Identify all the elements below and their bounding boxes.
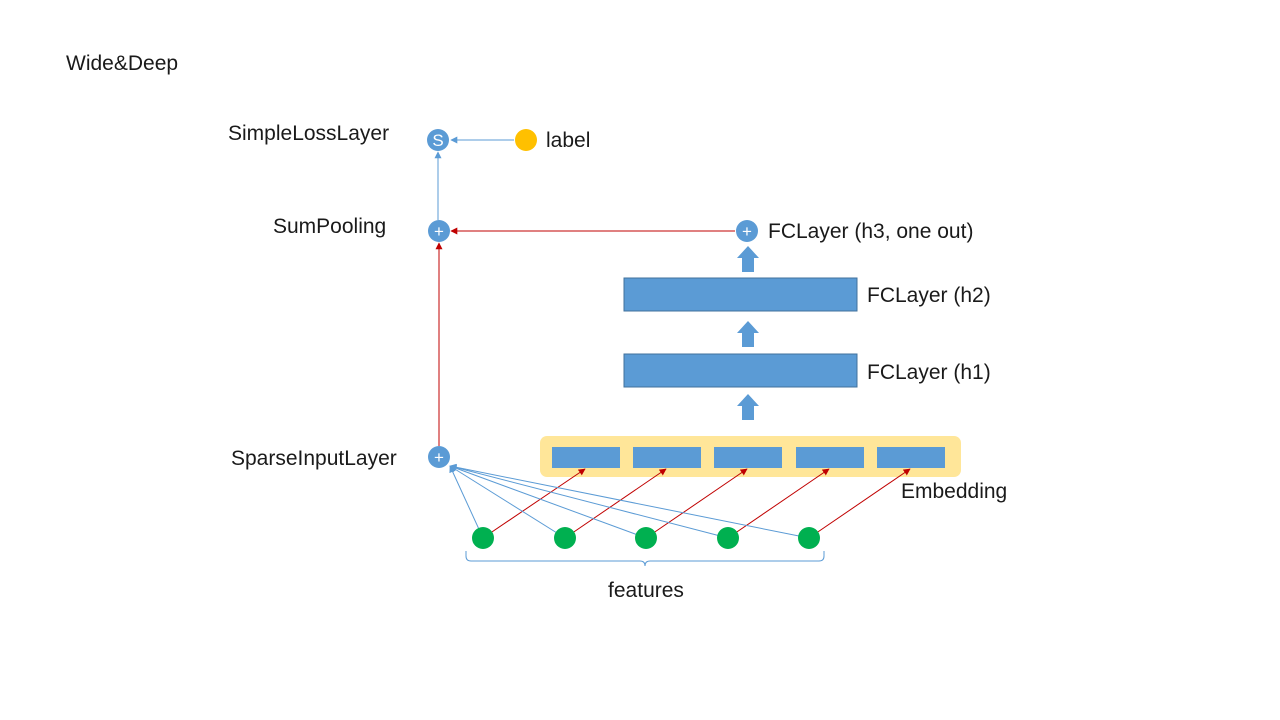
sparse-input-node xyxy=(428,446,450,468)
fc-h1-label: FCLayer (h1) xyxy=(867,361,991,384)
fc-h1-box xyxy=(623,353,858,388)
feature-to-embedding-line xyxy=(482,468,586,539)
sparse-input-label: SparseInputLayer xyxy=(231,447,397,470)
up-arrow-embedding-to-h1 xyxy=(737,394,759,420)
fc-h3-node xyxy=(736,220,758,242)
embedding-cell xyxy=(796,447,864,468)
fc-h2-label: FCLayer (h2) xyxy=(867,284,991,307)
feature-connection-lines xyxy=(449,463,911,539)
feature-to-embedding-line xyxy=(645,468,748,539)
feature-to-sparse-line xyxy=(449,465,566,539)
embedding-cell xyxy=(877,447,945,468)
simple-loss-label: SimpleLossLayer xyxy=(228,122,389,145)
feature-to-sparse-line xyxy=(449,464,729,539)
sparse-input-node-symbol: + xyxy=(434,448,444,467)
sum-pooling-label: SumPooling xyxy=(273,215,386,238)
feature-to-embedding-line xyxy=(808,468,911,539)
fc-h2-box xyxy=(623,277,858,312)
features-label: features xyxy=(608,579,684,602)
label-node xyxy=(515,129,537,151)
feature-to-sparse-line xyxy=(449,465,484,539)
fc-h3-label: FCLayer (h3, one out) xyxy=(768,220,973,243)
embedding-cell xyxy=(714,447,782,468)
embedding-cell xyxy=(633,447,701,468)
loss-node-symbol: S xyxy=(432,131,443,150)
feature-to-embedding-line xyxy=(564,468,667,539)
feature-to-sparse-line xyxy=(449,464,647,539)
feature-node xyxy=(798,527,820,549)
features-brace xyxy=(465,551,825,567)
embedding-cell xyxy=(552,447,620,468)
up-arrow-h1-to-h2 xyxy=(737,321,759,347)
feature-to-sparse-line xyxy=(449,463,810,539)
loss-node xyxy=(427,129,449,151)
feature-node xyxy=(717,527,739,549)
embedding-label: Embedding xyxy=(901,480,1007,503)
embedding-cells xyxy=(552,447,945,468)
feature-node xyxy=(635,527,657,549)
feature-node xyxy=(554,527,576,549)
fc-h3-node-symbol: + xyxy=(742,222,752,241)
up-arrow-h2-to-h3 xyxy=(737,246,759,272)
diagram-title: Wide&Deep xyxy=(66,52,178,75)
sum-pooling-node-symbol: + xyxy=(434,222,444,241)
label-label: label xyxy=(546,129,590,152)
feature-node xyxy=(472,527,494,549)
feature-nodes xyxy=(472,527,820,549)
feature-to-embedding-line xyxy=(727,468,830,539)
sum-pooling-node xyxy=(428,220,450,242)
